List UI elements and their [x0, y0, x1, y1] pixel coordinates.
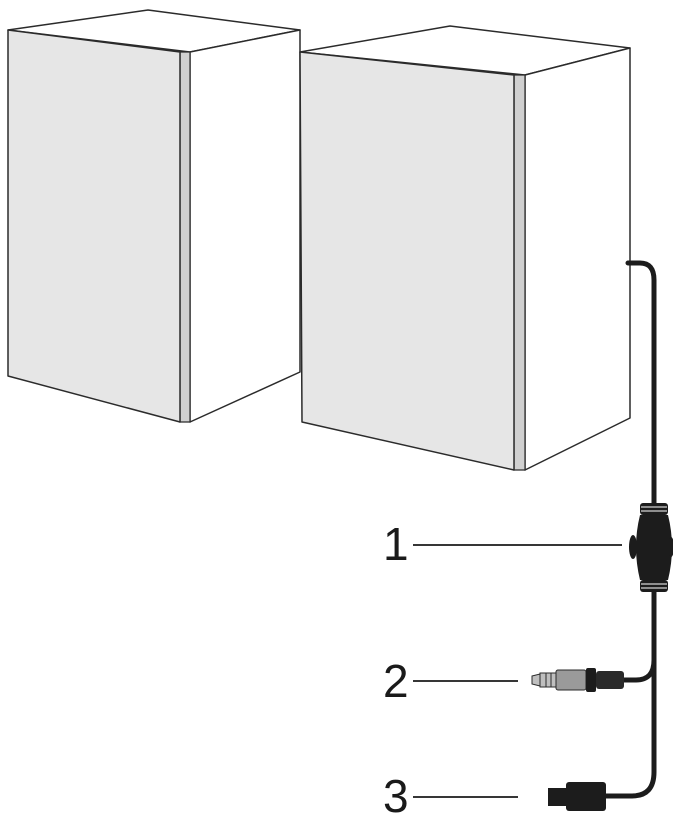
right-speaker-front-panel [299, 51, 515, 471]
right-speaker-front-edge [513, 74, 526, 471]
callout-3: 3 [383, 770, 518, 815]
callout-1: 1 [383, 518, 622, 570]
right-speaker [299, 25, 631, 471]
callout-number-3: 3 [383, 770, 409, 815]
left-speaker [7, 9, 301, 423]
right-speaker-side [524, 47, 631, 471]
left-speaker-front-panel [7, 29, 181, 423]
callout-2: 2 [383, 655, 518, 707]
callout-number-2: 2 [383, 655, 409, 707]
left-speaker-front-edge [179, 51, 191, 423]
control-knob [629, 503, 673, 592]
callout-number-1: 1 [383, 518, 409, 570]
usb-plug [548, 782, 606, 811]
cable-branch-to-jack [621, 657, 657, 683]
audio-jack [531, 668, 624, 692]
left-speaker-side [189, 29, 301, 423]
